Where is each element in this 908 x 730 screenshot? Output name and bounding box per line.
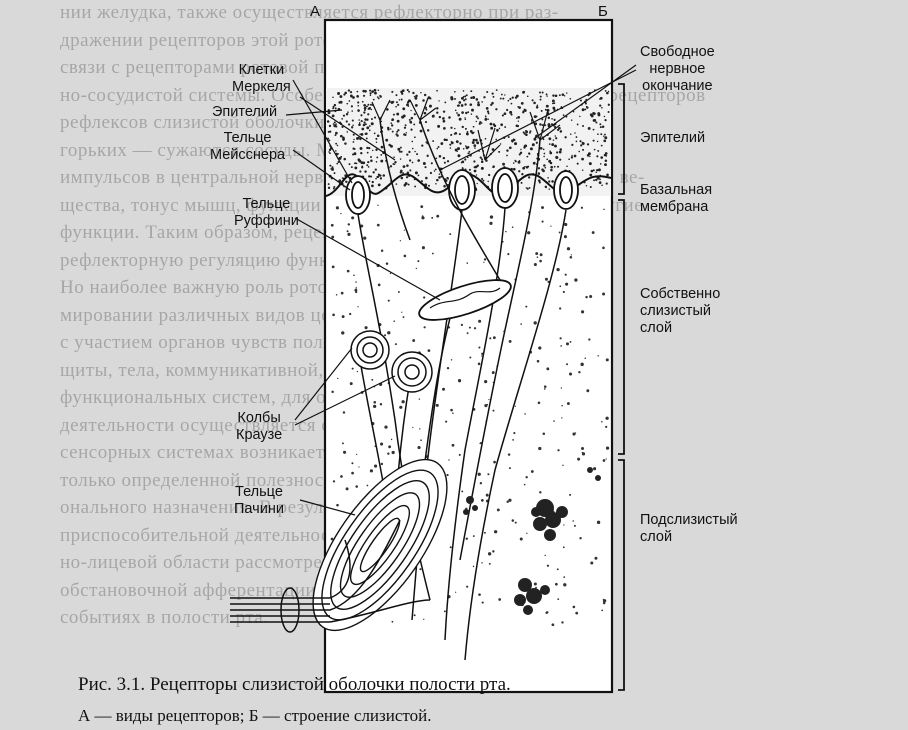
figure-legend: А — виды рецепторов; Б — строение слизис… (78, 706, 432, 725)
pacini-corpuscle (312, 458, 448, 632)
label-krause-bulbs: Колбы Краузе (236, 410, 283, 443)
layer-braces (618, 83, 625, 691)
label-pacini-corpuscle: Тельце Пачини (234, 484, 284, 517)
label-epithelium-left: Эпителий (212, 104, 278, 120)
submucosa-blotches (463, 467, 601, 615)
leader-lines (285, 64, 637, 516)
background-text-line: событиях в полости рта. (60, 607, 269, 628)
label-lamina-propria: Собственно слизистый слой (640, 286, 721, 336)
panel-a-label: А (310, 3, 321, 20)
label-ruffini-corpuscle: Тельце Руффини (234, 196, 299, 229)
nerve-bundle (230, 519, 431, 633)
panel-b-label: Б (598, 3, 608, 20)
free-nerve-endings (371, 97, 561, 161)
background-text-line: нии желудка, также осуществляется рефлек… (60, 2, 559, 23)
label-merkel-cells: Клетки Меркеля (232, 62, 291, 95)
label-meissner-corpuscle: Тельце Мейсснера (210, 130, 286, 163)
meissner-corpuscles (345, 167, 579, 215)
ruffini-corpuscle (418, 279, 512, 321)
label-basal-membrane: Базальная мембрана (640, 182, 713, 215)
krause-bulbs (350, 330, 433, 393)
label-free-nerve-ending: Свободное нервное окончание (640, 44, 715, 94)
figure-caption: Рис. 3.1. Рецепторы слизистой оболочки п… (78, 674, 511, 695)
label-submucosa: Подслизистый слой (640, 512, 738, 545)
label-epithelium-right: Эпителий (640, 130, 706, 146)
